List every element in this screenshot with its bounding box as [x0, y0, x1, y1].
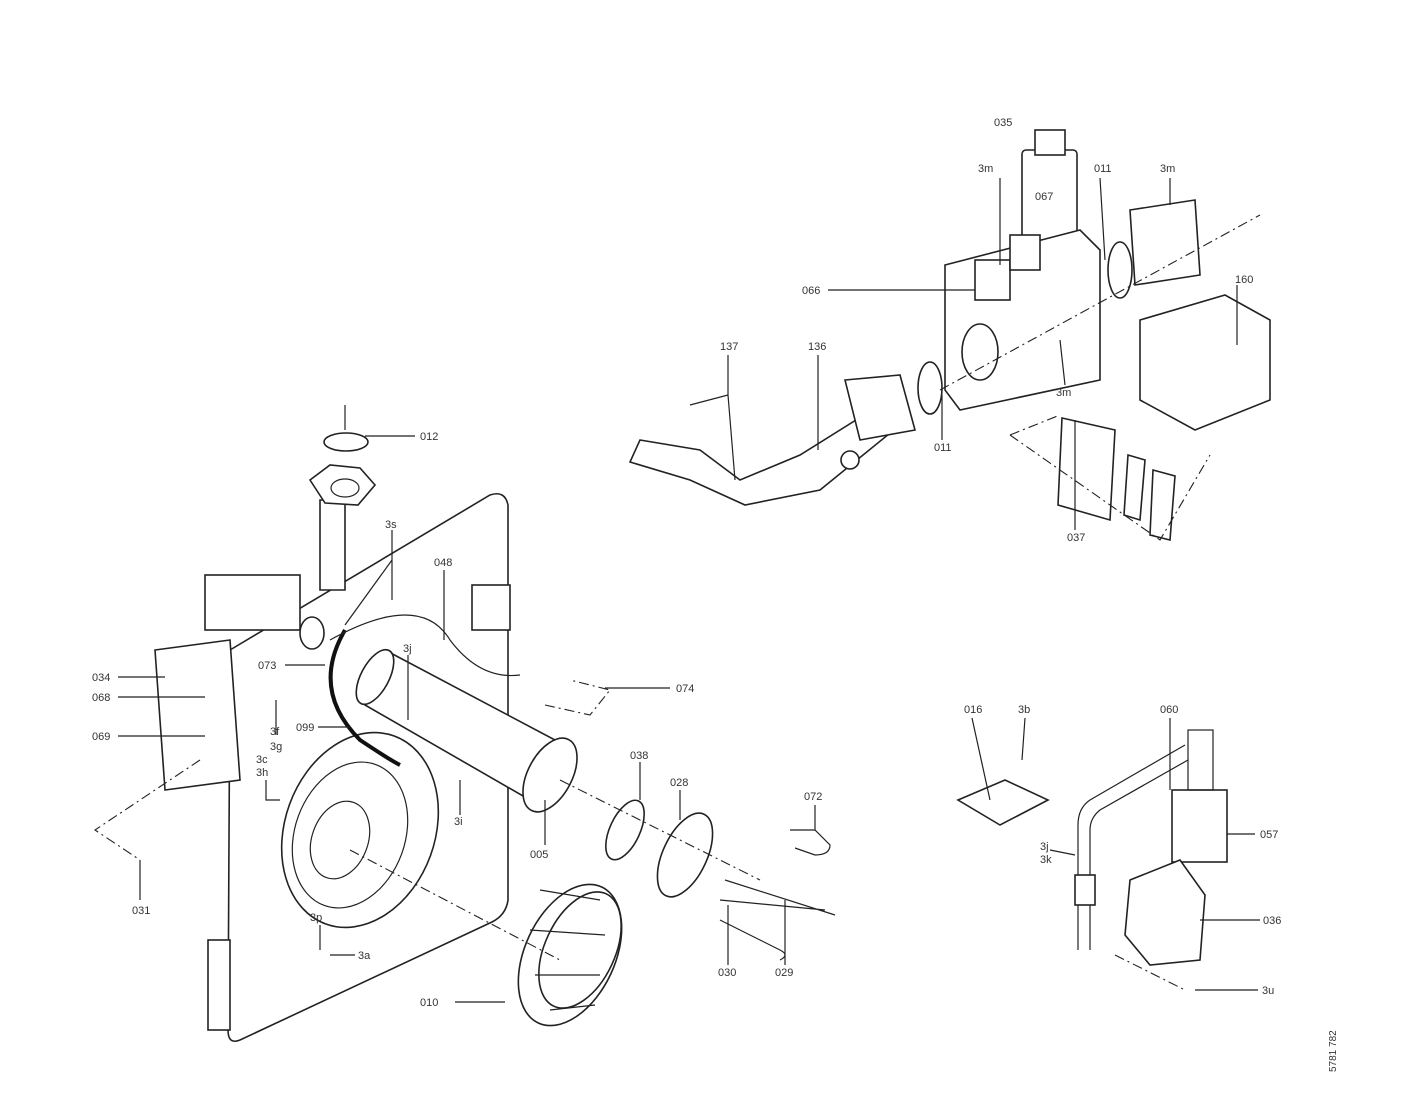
control-mount-detail: [956, 729, 1228, 966]
burner-mounting-plate: [154, 432, 511, 1043]
part-label-066: 066: [802, 285, 820, 297]
part-label-016: 016: [964, 704, 982, 716]
part-label-3k: 3k: [1040, 854, 1052, 866]
part-label-011: 011: [1094, 163, 1112, 175]
diffuser-ring: [605, 799, 645, 861]
leader-lines: [118, 177, 1260, 1003]
part-label-068: 068: [92, 692, 110, 704]
part-label-035: 035: [994, 117, 1012, 129]
part-label-3m: 3m: [1056, 387, 1071, 399]
part-label-3h: 3h: [256, 767, 268, 779]
part-label-3i: 3i: [454, 816, 463, 828]
assembly-axes: [94, 214, 1261, 991]
baffle-disc: [656, 812, 714, 898]
part-label-069: 069: [92, 731, 110, 743]
part-label-037: 037: [1067, 532, 1085, 544]
drawing-number: 5781 782: [1328, 1030, 1339, 1072]
part-label-137: 137: [720, 341, 738, 353]
part-label-073: 073: [258, 660, 276, 672]
part-label-3f: 3f: [270, 726, 280, 738]
part-label-3j: 3j: [1040, 841, 1049, 853]
part-label-072: 072: [804, 791, 822, 803]
part-label-3p: 3p: [310, 912, 322, 924]
part-label-3u: 3u: [1262, 985, 1274, 997]
part-label-060: 060: [1160, 704, 1178, 716]
part-label-3s: 3s: [385, 519, 397, 531]
part-label-099: 099: [296, 722, 314, 734]
part-label-036: 036: [1263, 915, 1281, 927]
electrode-072: [790, 829, 831, 856]
part-label-031: 031: [132, 905, 150, 917]
part-label-011: 011: [934, 442, 952, 454]
part-label-3a: 3a: [358, 950, 371, 962]
gas-pipe: [628, 374, 917, 506]
fan-wheel: [517, 883, 623, 1027]
part-label-010: 010: [420, 997, 438, 1009]
part-label-3m: 3m: [978, 163, 993, 175]
gas-valve-assembly: [917, 129, 1271, 431]
part-label-029: 029: [775, 967, 793, 979]
part-label-136: 136: [808, 341, 826, 353]
cover-plates-037: [1057, 417, 1176, 542]
blast-tube: [328, 614, 578, 813]
part-label-3j: 3j: [403, 643, 412, 655]
part-label-074: 074: [676, 683, 694, 695]
part-label-057: 057: [1260, 829, 1278, 841]
part-label-034: 034: [92, 672, 110, 684]
part-label-005: 005: [530, 849, 548, 861]
part-label-3b: 3b: [1018, 704, 1030, 716]
ignition-electrodes: [719, 879, 836, 961]
part-label-038: 038: [630, 750, 648, 762]
part-label-3c: 3c: [256, 754, 268, 766]
part-label-048: 048: [434, 557, 452, 569]
part-label-012: 012: [420, 431, 438, 443]
part-label-160: 160: [1235, 274, 1253, 286]
part-label-028: 028: [670, 777, 688, 789]
part-label-030: 030: [718, 967, 736, 979]
part-label-067: 067: [1035, 191, 1053, 203]
part-label-3m: 3m: [1160, 163, 1175, 175]
part-label-3g: 3g: [270, 741, 282, 753]
